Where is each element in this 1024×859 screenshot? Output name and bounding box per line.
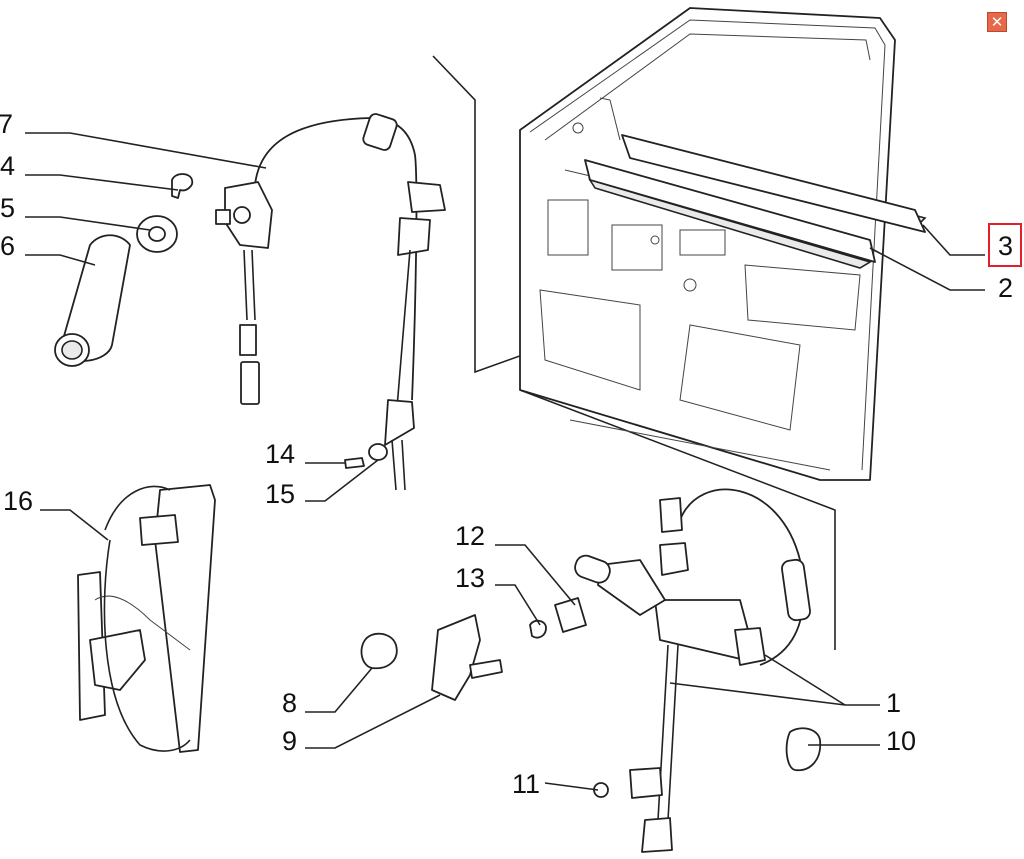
callout-7[interactable]: 7 [0,109,13,139]
callout-2[interactable]: 2 [998,273,1013,303]
callout-10[interactable]: 10 [886,726,916,756]
door-panel-drawing [432,7,927,650]
callout-1[interactable]: 1 [886,688,901,718]
callout-15[interactable]: 15 [265,479,295,509]
close-button[interactable]: ✕ [987,12,1007,32]
callout-13[interactable]: 13 [455,563,485,593]
electric-regulator-drawing [360,488,822,853]
callout-3[interactable]: 3 [998,231,1013,261]
callout-12[interactable]: 12 [455,521,485,551]
callout-8[interactable]: 8 [282,688,297,718]
callout-14[interactable]: 14 [265,439,295,469]
callout-5[interactable]: 5 [0,193,15,223]
callout-9[interactable]: 9 [282,726,297,756]
callout-16[interactable]: 16 [3,486,33,516]
close-icon: ✕ [990,13,1004,31]
callout-labels: 7 4 5 6 3 2 14 15 16 12 13 8 1 9 10 11 [0,109,1013,799]
callout-11[interactable]: 11 [512,769,540,799]
callout-6[interactable]: 6 [0,231,15,261]
regulator-frame-drawing [77,484,216,753]
manual-regulator-drawing [54,113,446,491]
leader-lines [25,132,985,791]
selected-callout-highlight [988,223,1022,267]
callout-4[interactable]: 4 [0,151,15,181]
